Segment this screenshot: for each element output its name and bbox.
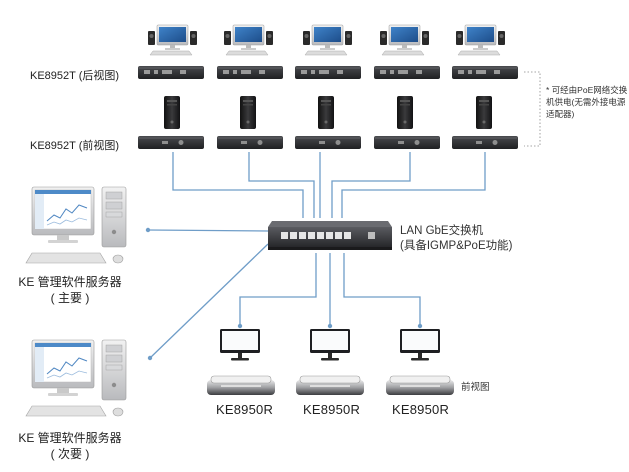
tower-pc-icon xyxy=(318,96,334,129)
link-tx2 xyxy=(248,152,315,218)
monitor-icon xyxy=(400,329,440,361)
receiver-label-3: KE8950R xyxy=(392,402,450,417)
kvm-receiver-icon xyxy=(295,375,365,396)
receiver-label-1: KE8950R xyxy=(216,402,274,417)
link-rx3 xyxy=(343,253,421,326)
tower-pc-icon xyxy=(476,96,492,129)
tx-front-label: KE8952T (前视图) xyxy=(30,140,120,152)
kvm-extender-icon xyxy=(452,136,518,149)
link-rx1 xyxy=(239,253,317,326)
desktop-pc-icon xyxy=(223,24,274,56)
front-ports xyxy=(162,140,498,145)
link-server-secondary xyxy=(149,243,269,359)
receiver-row xyxy=(206,329,455,396)
tower-pc-icon xyxy=(397,96,413,129)
receiver-label-2: KE8950R xyxy=(303,402,361,417)
kvm-extender-icon xyxy=(217,136,283,149)
tx-rear-label: KE8952T (后视图) xyxy=(30,70,120,82)
transmitter-front-row xyxy=(138,136,518,149)
tower-pc-icon xyxy=(240,96,256,129)
server-secondary-role: ( 次要 ) xyxy=(50,447,90,461)
server-workstation-icon xyxy=(25,186,127,264)
desktop-pc-icon xyxy=(379,24,430,56)
server-primary-title: KE 管理软件服务器 xyxy=(18,275,122,289)
server-primary-label: KE 管理软件服务器 ( 主要 ) xyxy=(0,274,140,306)
desktop-pc-icon xyxy=(455,24,506,56)
desktop-pc-icon xyxy=(302,24,353,56)
desktop-pc-icon xyxy=(147,24,198,56)
kvm-extender-icon xyxy=(295,136,361,149)
link-server-primary xyxy=(147,229,269,232)
network-switch-icon xyxy=(268,221,392,250)
server-secondary-title: KE 管理软件服务器 xyxy=(18,431,122,445)
rx-front-view-label: 前视图 xyxy=(461,382,490,393)
link-endpoints xyxy=(145,227,423,361)
kvm-extender-icon xyxy=(138,136,204,149)
kvm-extender-icon xyxy=(374,136,440,149)
kvm-receiver-icon xyxy=(206,375,276,396)
workstation-row xyxy=(147,24,506,56)
monitor-icon xyxy=(220,329,260,361)
rear-ports xyxy=(144,70,500,74)
switch-label-line2: (具备IGMP&PoE功能) xyxy=(400,240,513,252)
switch-label-line1: LAN GbE交换机 xyxy=(400,225,484,237)
server-primary-role: ( 主要 ) xyxy=(50,291,90,305)
server-secondary-label: KE 管理软件服务器 ( 次要 ) xyxy=(0,430,140,462)
kvm-receiver-icon xyxy=(385,375,455,396)
link-tx4 xyxy=(331,152,411,218)
poe-note-bracket xyxy=(524,71,541,147)
server-workstation-icon xyxy=(25,339,127,417)
link-tx1 xyxy=(172,152,304,218)
poe-note: * 可经由PoE网络交换机供电(无需外接电源适配器) xyxy=(546,85,628,119)
tower-row xyxy=(164,96,492,129)
network-links xyxy=(147,152,486,359)
link-tx5 xyxy=(341,152,486,218)
monitor-icon xyxy=(310,329,350,361)
tower-pc-icon xyxy=(164,96,180,129)
